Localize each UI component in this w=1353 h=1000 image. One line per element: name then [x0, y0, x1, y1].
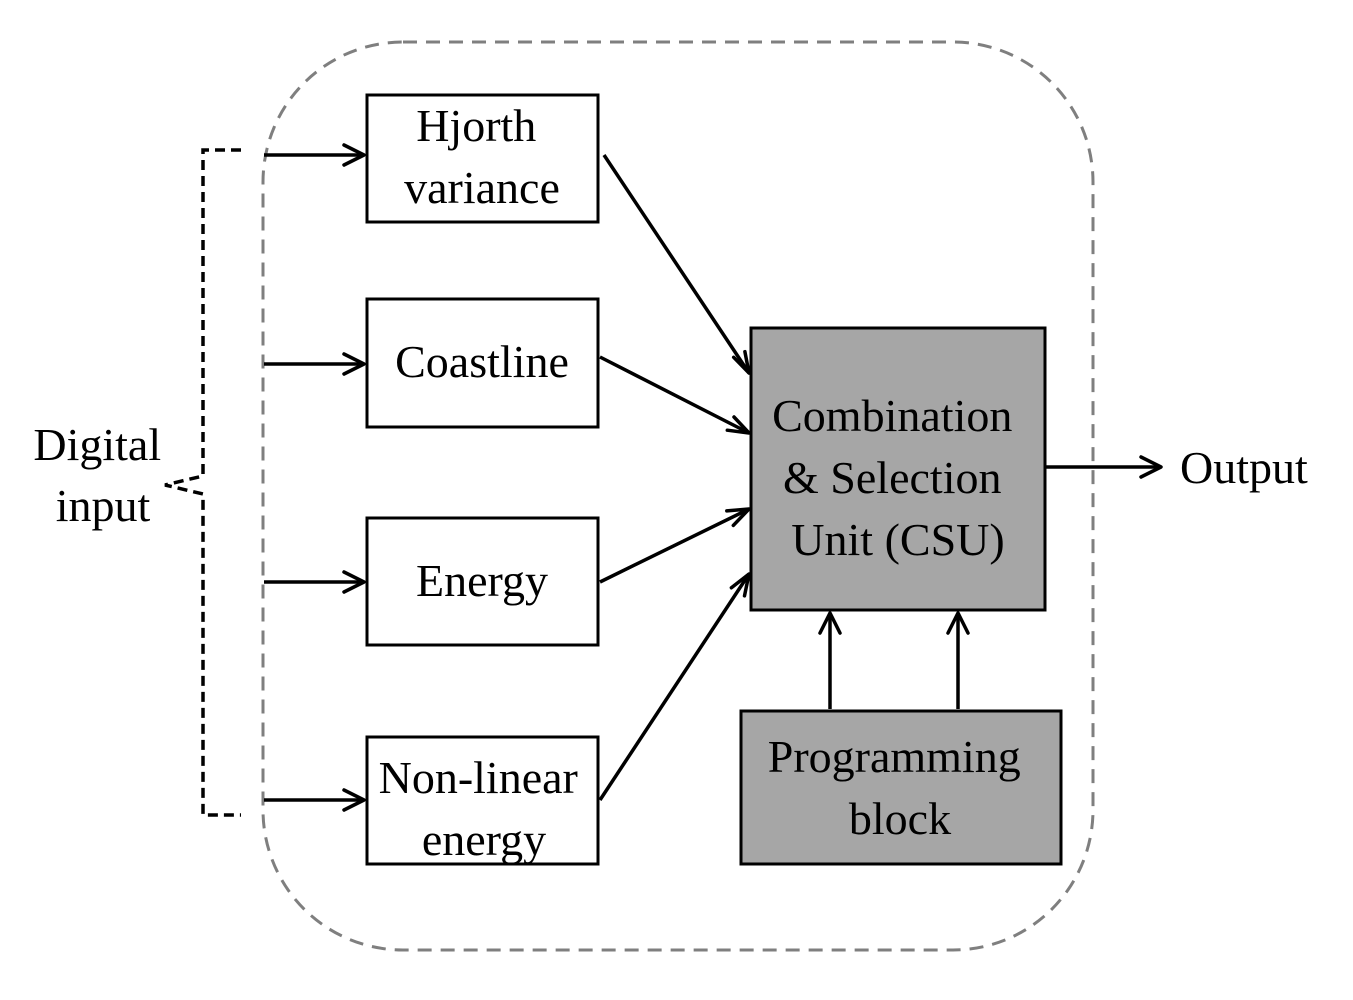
- feature-to-csu-arrows: [598, 154, 751, 801]
- hjorth-variance-block: [365, 93, 600, 224]
- energy-block: [365, 516, 600, 647]
- programming-block-label: Programming block: [768, 731, 1032, 844]
- input-bracket: [164, 148, 241, 817]
- coastline-label: Coastline: [395, 336, 569, 387]
- output-arrow: [1046, 455, 1163, 479]
- output-label: Output: [1180, 442, 1308, 493]
- digital-input-label: Digital input: [33, 419, 172, 531]
- csu-label: Combination & Selection Unit (CSU): [772, 390, 1024, 565]
- system-boundary: [261, 40, 1095, 952]
- csu-block: [749, 326, 1047, 612]
- hjorth-variance-label: Hjorth variance: [404, 100, 560, 213]
- energy-label: Energy: [416, 555, 548, 606]
- non-linear-energy-block: [365, 735, 600, 866]
- programming-to-csu-arrows: [818, 611, 970, 709]
- programming-block: [739, 709, 1063, 866]
- input-arrows: [264, 143, 366, 812]
- non-linear-energy-label: Non-linear energy: [379, 752, 590, 865]
- coastline-block: [365, 297, 600, 429]
